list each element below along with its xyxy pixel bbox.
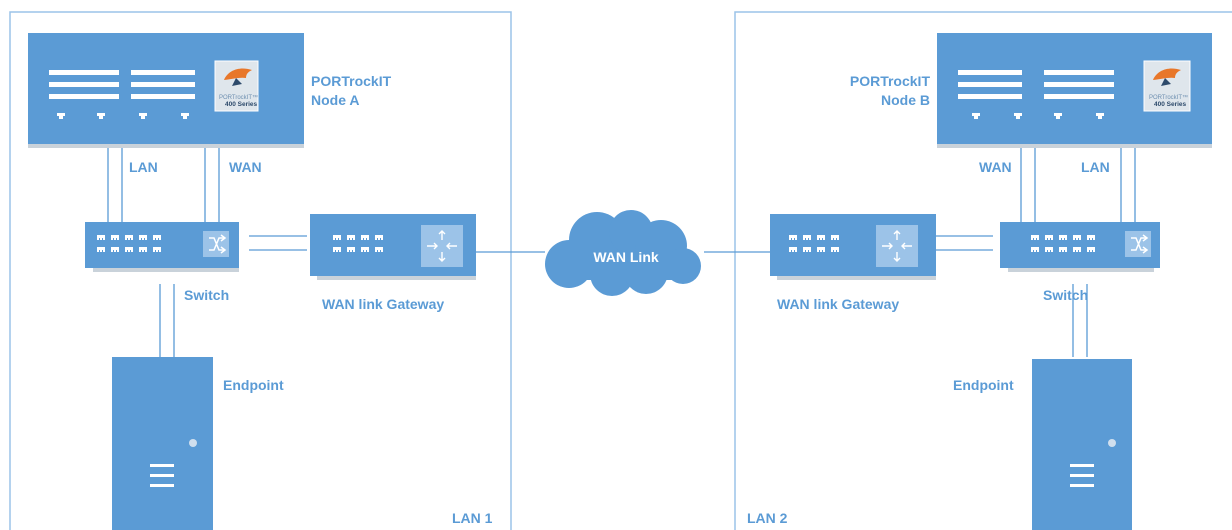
router-icon (421, 225, 463, 267)
portrockit-logo-icon: PORTrockIT™ 400 Series (214, 60, 259, 112)
switch-lan2 (1000, 222, 1160, 272)
node-a-title: PORTrockIT (311, 73, 392, 89)
wan-cloud-label: WAN Link (593, 249, 659, 265)
lan2-links (704, 148, 1136, 357)
node-b-wan-label: WAN (979, 159, 1012, 175)
portrockit-logo-icon: PORTrockIT™ 400 Series (1143, 60, 1191, 112)
switch-lan1-label: Switch (184, 287, 229, 303)
node-a-badge-series: 400 Series (225, 101, 258, 108)
node-b-badge-brand: PORTrockIT™ (1149, 94, 1188, 101)
lan1-label: LAN 1 (452, 510, 493, 526)
endpoint-lan2-label: Endpoint (953, 377, 1014, 393)
lan1-links (107, 148, 545, 357)
wan-cloud-icon (545, 210, 701, 296)
switch-lan1 (85, 222, 239, 272)
node-b-badge-series: 400 Series (1154, 101, 1187, 108)
switch-icon (203, 231, 229, 257)
gateway-lan2-label: WAN link Gateway (777, 296, 899, 312)
node-a-wan-label: WAN (229, 159, 262, 175)
node-b-title: PORTrockIT (850, 73, 931, 89)
endpoint-server-lan2 (1032, 359, 1132, 530)
endpoint-server-lan1 (112, 357, 213, 530)
lan2-label: LAN 2 (747, 510, 788, 526)
switch-icon (1125, 231, 1151, 257)
wan-gateway-lan2 (770, 214, 936, 280)
portrockit-node-a: PORTrockIT™ 400 Series (28, 33, 304, 148)
node-a-lan-label: LAN (129, 159, 158, 175)
router-icon (876, 225, 918, 267)
switch-lan2-label: Switch (1043, 287, 1088, 303)
lan2-frame (734, 11, 1232, 530)
portrockit-node-b: PORTrockIT™ 400 Series (937, 33, 1212, 148)
lan1-frame (9, 11, 512, 530)
node-b-subtitle: Node B (881, 92, 930, 108)
gateway-lan1-label: WAN link Gateway (322, 296, 444, 312)
node-a-subtitle: Node A (311, 92, 359, 108)
wan-gateway-lan1 (310, 214, 476, 280)
node-a-badge-brand: PORTrockIT™ (219, 94, 258, 101)
endpoint-lan1-label: Endpoint (223, 377, 284, 393)
node-b-lan-label: LAN (1081, 159, 1110, 175)
